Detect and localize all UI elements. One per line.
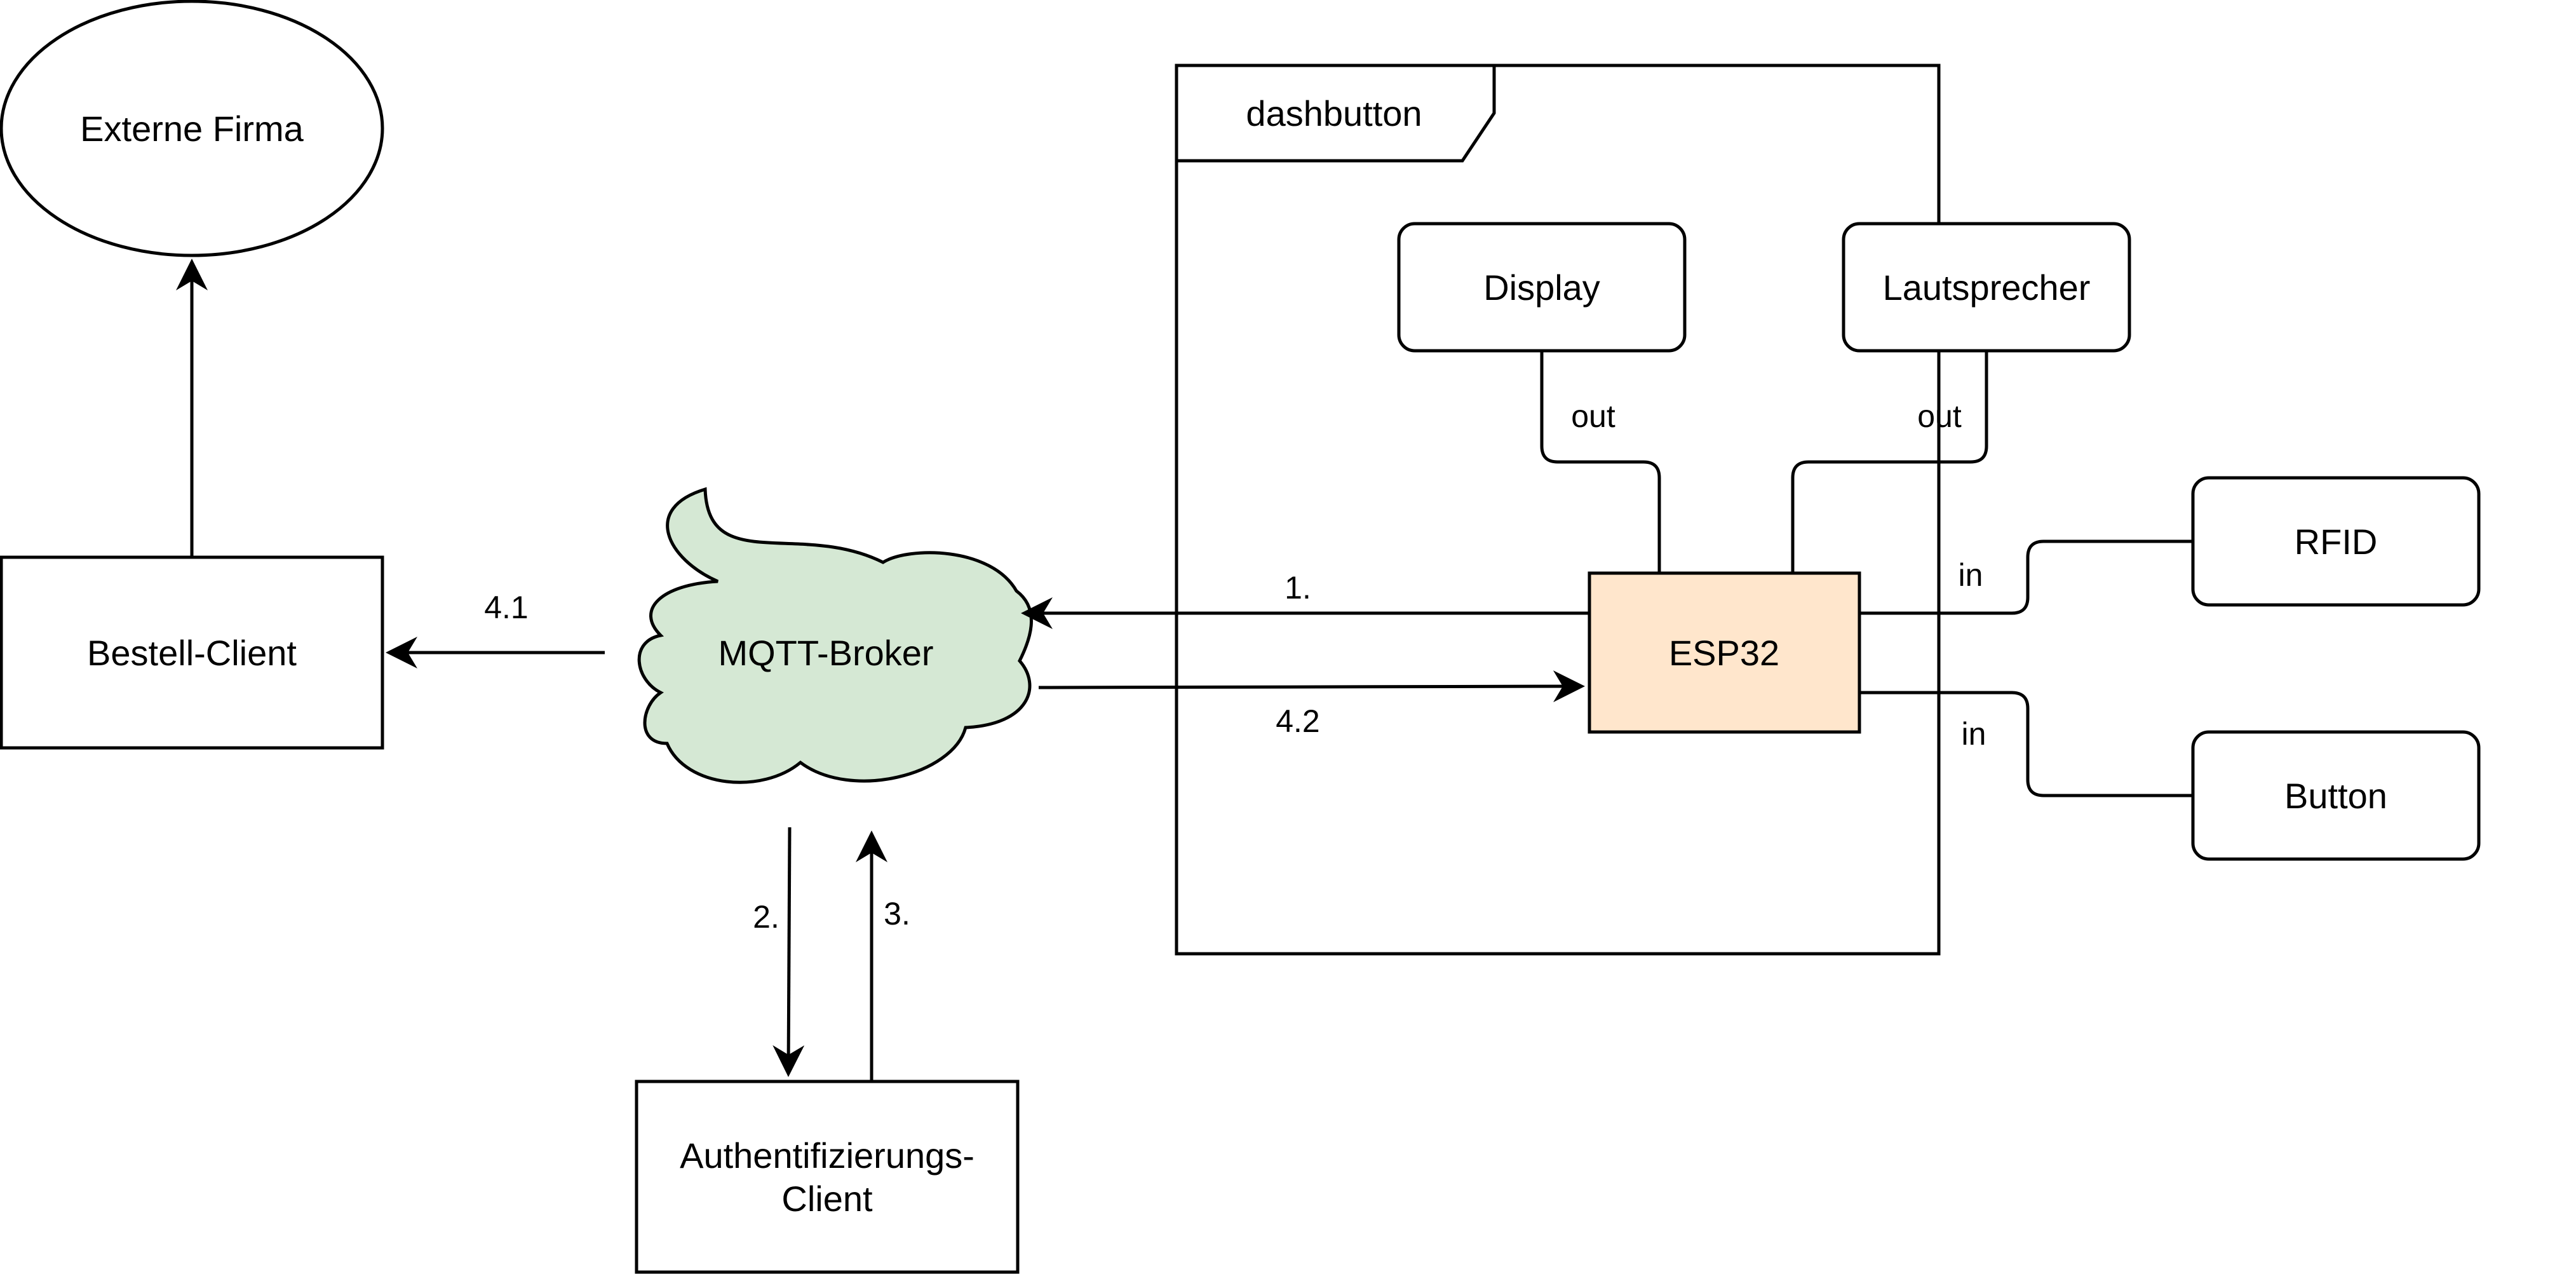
esp32-label: ESP32 bbox=[1669, 633, 1779, 673]
edge-label-4-2: 4.2 bbox=[1276, 703, 1320, 739]
link-label-display-out: out bbox=[1571, 398, 1615, 434]
button-node: Button bbox=[2191, 730, 2481, 861]
lautsprecher-node: Lautsprecher bbox=[1842, 222, 2131, 353]
externe-firma-label: Externe Firma bbox=[80, 109, 304, 149]
edge-broker-to-auth-client bbox=[772, 827, 805, 1077]
edge-label-1: 1. bbox=[1285, 570, 1311, 606]
auth-client-label-line2: Client bbox=[781, 1179, 873, 1219]
link-label-lautsprecher-out: out bbox=[1917, 398, 1962, 434]
auth-client-node: Authentifizierungs- Client bbox=[635, 1080, 1020, 1274]
mqtt-broker-node: MQTT-Broker bbox=[637, 487, 1033, 784]
edge-broker-to-esp32 bbox=[1038, 670, 1585, 703]
mqtt-broker-cloud-shape bbox=[637, 487, 1033, 784]
link-label-button-in: in bbox=[1962, 716, 1986, 752]
edge-label-3: 3. bbox=[884, 896, 910, 932]
link-label-rfid-in: in bbox=[1959, 557, 1983, 593]
bestell-client-label: Bestell-Client bbox=[87, 633, 297, 673]
dashbutton-frame: dashbutton bbox=[1175, 64, 1941, 956]
lautsprecher-label: Lautsprecher bbox=[1883, 268, 2091, 308]
rfid-label: RFID bbox=[2295, 522, 2378, 562]
button-label: Button bbox=[2284, 776, 2387, 816]
rfid-node: RFID bbox=[2191, 476, 2481, 607]
esp32-node: ESP32 bbox=[1588, 571, 1861, 734]
auth-client-label-line1: Authentifizierungs- bbox=[680, 1135, 974, 1176]
display-label: Display bbox=[1483, 268, 1600, 308]
mqtt-broker-label: MQTT-Broker bbox=[718, 633, 933, 673]
link-button-esp32 bbox=[1859, 691, 2193, 797]
link-display-esp32 bbox=[1540, 351, 1661, 573]
edge-label-2: 2. bbox=[753, 899, 779, 935]
link-lautsprecher-esp32 bbox=[1791, 351, 1988, 573]
externe-firma-node: Externe Firma bbox=[0, 0, 384, 257]
display-node: Display bbox=[1397, 222, 1687, 353]
link-rfid-esp32 bbox=[1859, 539, 2193, 615]
dashbutton-frame-label: dashbutton bbox=[1246, 93, 1422, 133]
bestell-client-node: Bestell-Client bbox=[0, 555, 384, 750]
edge-label-4-1: 4.1 bbox=[484, 590, 529, 625]
